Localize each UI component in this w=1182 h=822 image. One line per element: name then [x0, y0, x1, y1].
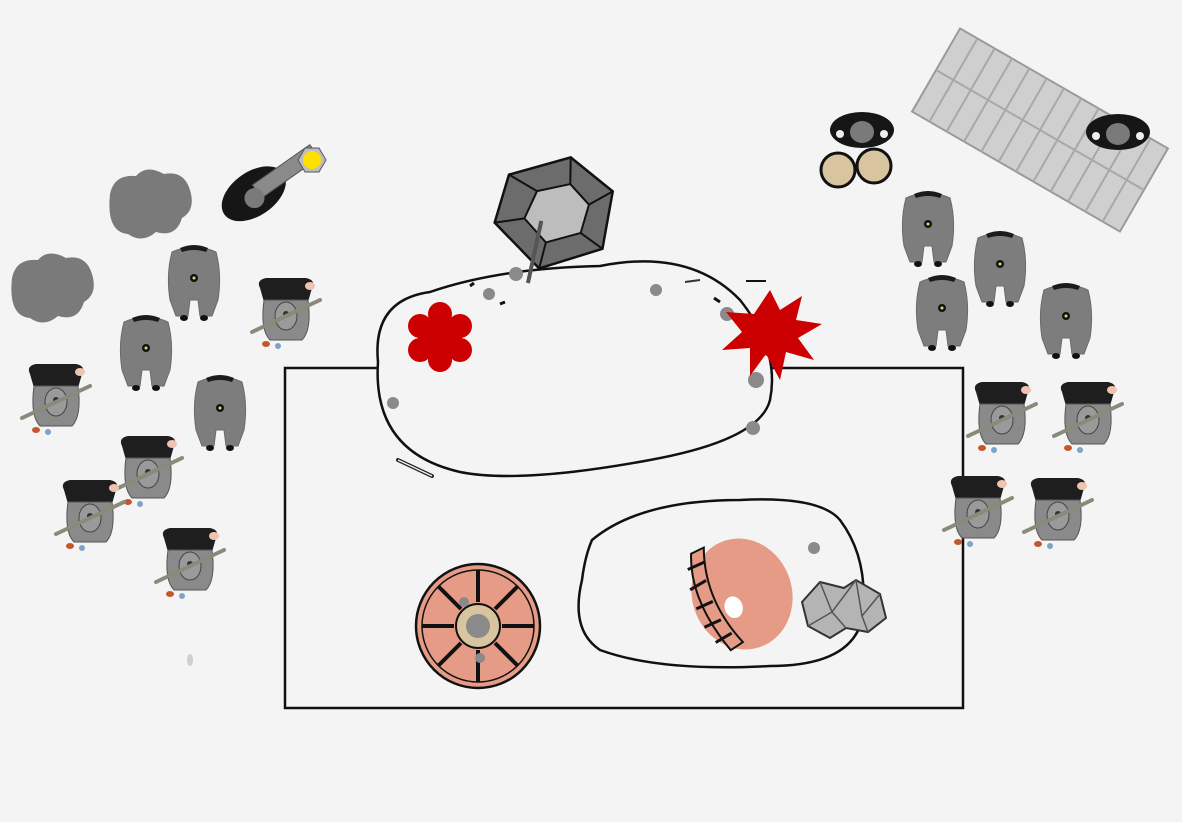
wheel-icon	[416, 564, 540, 688]
percussionist-1	[830, 112, 894, 148]
small-mark	[187, 654, 193, 666]
lamp-base	[509, 267, 523, 281]
percussionist-2	[1086, 114, 1150, 150]
